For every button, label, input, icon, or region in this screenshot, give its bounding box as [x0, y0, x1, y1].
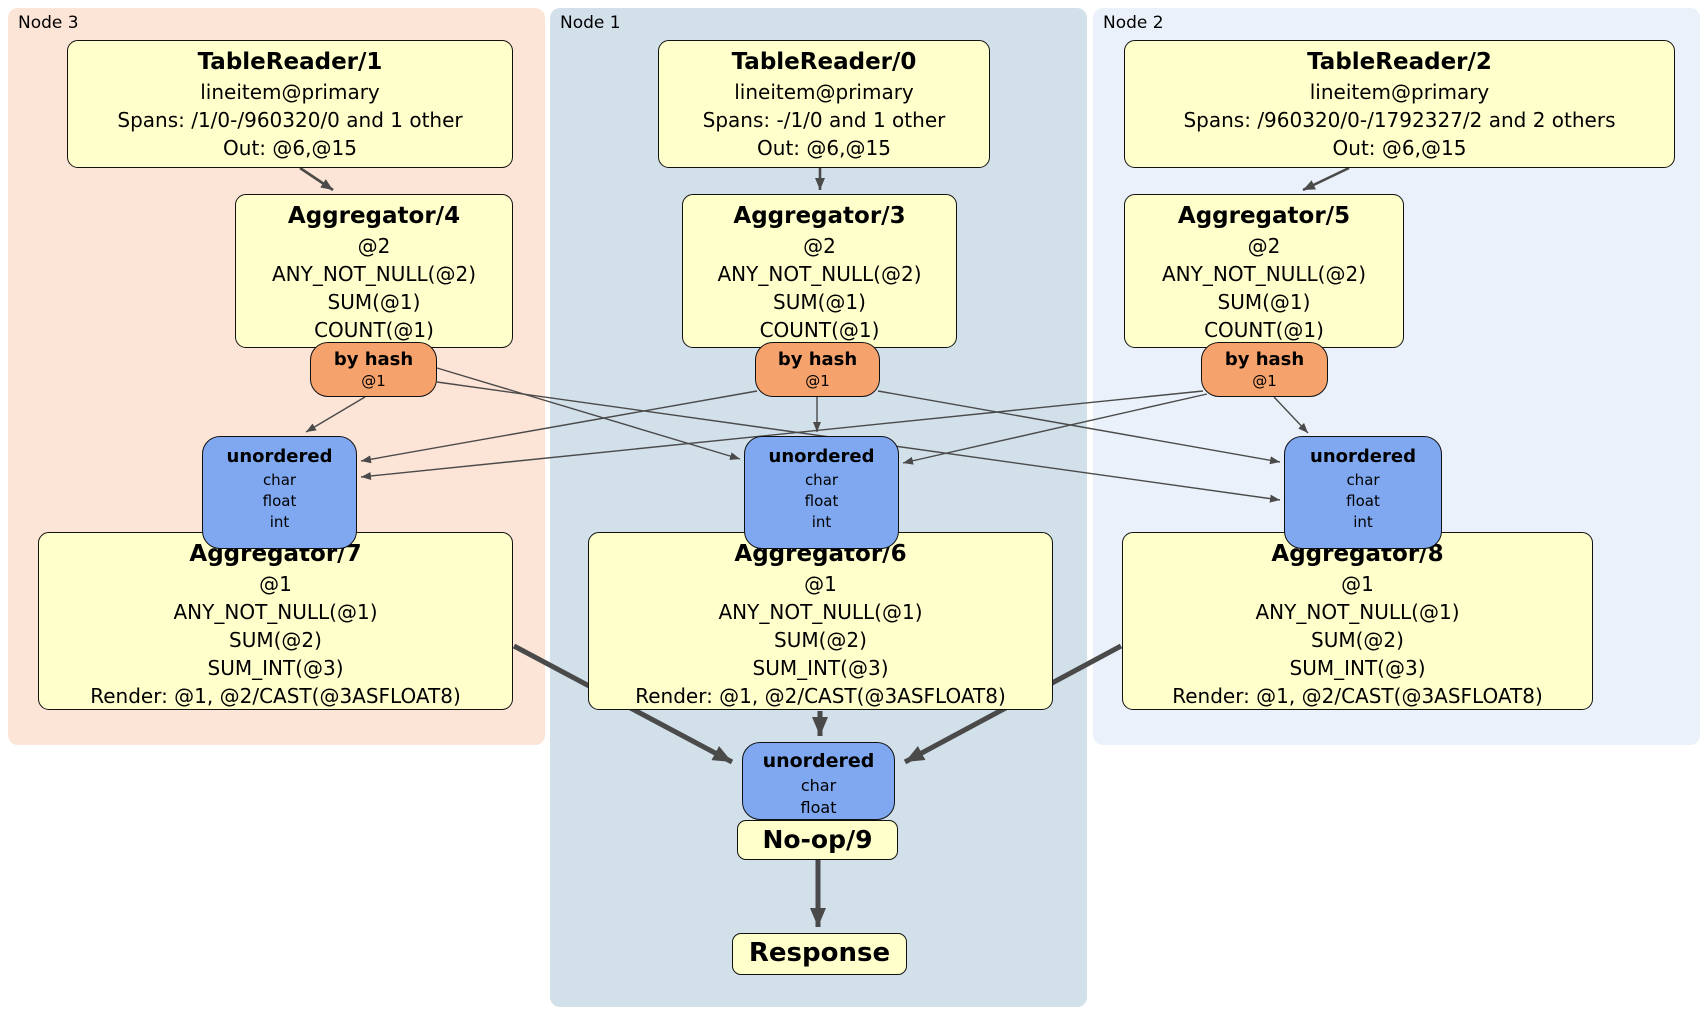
box-line: @1: [259, 572, 292, 596]
sync-type: char: [800, 776, 837, 795]
box-title: TableReader/1: [197, 49, 383, 75]
box-line: COUNT(@1): [314, 318, 434, 342]
box-line: SUM_INT(@3): [1289, 656, 1426, 680]
hash-router-1: by hash @1: [755, 342, 880, 397]
box-line: @2: [357, 234, 391, 258]
tablereader-1-box: TableReader/1 lineitem@primary Spans: /1…: [67, 40, 513, 168]
router-detail: @1: [1252, 372, 1277, 390]
box-line: Spans: /960320/0-/1792327/2 and 2 others: [1183, 108, 1616, 132]
edge-router1-sync3: [360, 390, 758, 464]
tablereader-2-box: TableReader/2 lineitem@primary Spans: /9…: [1124, 40, 1675, 168]
aggregator-4-box: Aggregator/4 @2 ANY_NOT_NULL(@2) SUM(@1)…: [235, 194, 513, 348]
sync-type: char: [804, 471, 839, 489]
aggregator-6-box: Aggregator/6 @1 ANY_NOT_NULL(@1) SUM(@2)…: [588, 532, 1053, 710]
box-line: SUM(@1): [1217, 290, 1311, 314]
node-label-2: Node 2: [1103, 13, 1164, 33]
router-title: by hash: [777, 349, 858, 370]
sync-unordered-1: unordered char float int: [744, 436, 899, 549]
sync-type: char: [1346, 471, 1380, 489]
sync-unordered-2: unordered char float int: [1284, 436, 1442, 549]
sync-type: float: [1346, 492, 1380, 510]
edge-router1-sync2: [877, 390, 1281, 465]
box-line: SUM_INT(@3): [207, 656, 344, 680]
edge-router2-sync1: [902, 393, 1208, 465]
box-line: Out: @6,@15: [223, 136, 357, 160]
box-line: SUM(@2): [1311, 628, 1404, 652]
sync-type: char: [262, 471, 297, 489]
edge-router2-sync3: [360, 390, 1204, 480]
tablereader-0-box: TableReader/0 lineitem@primary Spans: -/…: [658, 40, 990, 168]
box-line: ANY_NOT_NULL(@1): [173, 600, 378, 624]
box-line: ANY_NOT_NULL(@2): [1162, 262, 1366, 286]
box-line: lineitem@primary: [734, 80, 914, 104]
box-line: SUM(@2): [774, 628, 867, 652]
box-title: Aggregator/5: [1177, 203, 1351, 229]
aggregator-5-box: Aggregator/5 @2 ANY_NOT_NULL(@2) SUM(@1)…: [1124, 194, 1404, 348]
router-detail: @1: [805, 372, 830, 390]
aggregator-8-box: Aggregator/8 @1 ANY_NOT_NULL(@1) SUM(@2)…: [1122, 532, 1593, 710]
box-line: Spans: -/1/0 and 1 other: [702, 108, 946, 132]
sync-title: unordered: [1310, 446, 1416, 467]
hash-router-3: by hash @1: [310, 342, 437, 397]
aggregator-7-box: Aggregator/7 @1 ANY_NOT_NULL(@1) SUM(@2)…: [38, 532, 513, 710]
response-box: Response: [732, 933, 907, 975]
box-line: Out: @6,@15: [757, 136, 891, 160]
router-title: by hash: [1224, 349, 1305, 370]
box-line: Render: @1, @2/CAST(@3ASFLOAT8): [90, 684, 461, 708]
router-title: by hash: [333, 349, 414, 370]
box-line: ANY_NOT_NULL(@1): [1255, 600, 1460, 624]
box-line: COUNT(@1): [1204, 318, 1324, 342]
box-line: ANY_NOT_NULL(@2): [717, 262, 922, 286]
sync-type: int: [1353, 513, 1373, 531]
box-line: ANY_NOT_NULL(@2): [272, 262, 476, 286]
box-line: Out: @6,@15: [1332, 136, 1467, 160]
edge-router3-sync3: [305, 396, 366, 433]
box-title: Aggregator/3: [733, 203, 906, 229]
box-line: @1: [804, 572, 837, 596]
edge-tr1-agg4: [299, 166, 334, 192]
sync-title: unordered: [768, 446, 875, 467]
sync-title: unordered: [226, 446, 333, 467]
box-line: Render: @1, @2/CAST(@3ASFLOAT8): [1172, 684, 1543, 708]
sync-type: int: [269, 513, 290, 531]
sync-type: float: [262, 492, 297, 510]
sync-type: int: [811, 513, 832, 531]
edge-router3-sync1: [436, 367, 741, 460]
edge-tr2-agg5: [1302, 166, 1350, 192]
sync-title: unordered: [762, 750, 875, 772]
box-title: TableReader/2: [1307, 49, 1492, 75]
box-line: SUM(@1): [327, 290, 421, 314]
box-line: SUM(@1): [773, 290, 866, 314]
edge-router2-sync2: [1273, 396, 1309, 434]
hash-router-2: by hash @1: [1201, 342, 1328, 397]
box-line: ANY_NOT_NULL(@1): [718, 600, 923, 624]
aggregator-3-box: Aggregator/3 @2 ANY_NOT_NULL(@2) SUM(@1)…: [682, 194, 957, 348]
box-line: SUM_INT(@3): [752, 656, 889, 680]
box-line: COUNT(@1): [759, 318, 880, 342]
sync-type: float: [800, 798, 837, 817]
box-line: @1: [1341, 572, 1374, 596]
node-label-3: Node 3: [18, 13, 79, 33]
box-title: Aggregator/4: [287, 203, 461, 229]
box-title: TableReader/0: [731, 49, 917, 75]
sync-unordered-final: unordered char float: [742, 742, 895, 820]
box-line: lineitem@primary: [1309, 80, 1490, 104]
box-line: SUM(@2): [229, 628, 322, 652]
node-label-1: Node 1: [560, 13, 621, 33]
box-line: @2: [803, 234, 836, 258]
box-line: Spans: /1/0-/960320/0 and 1 other: [117, 108, 463, 132]
box-line: lineitem@primary: [200, 80, 380, 104]
noop-9-box: No-op/9: [737, 820, 898, 860]
sync-type: float: [804, 492, 839, 510]
box-line: @2: [1247, 234, 1281, 258]
router-detail: @1: [361, 372, 386, 390]
box-line: Render: @1, @2/CAST(@3ASFLOAT8): [635, 684, 1006, 708]
sync-unordered-3: unordered char float int: [202, 436, 357, 549]
